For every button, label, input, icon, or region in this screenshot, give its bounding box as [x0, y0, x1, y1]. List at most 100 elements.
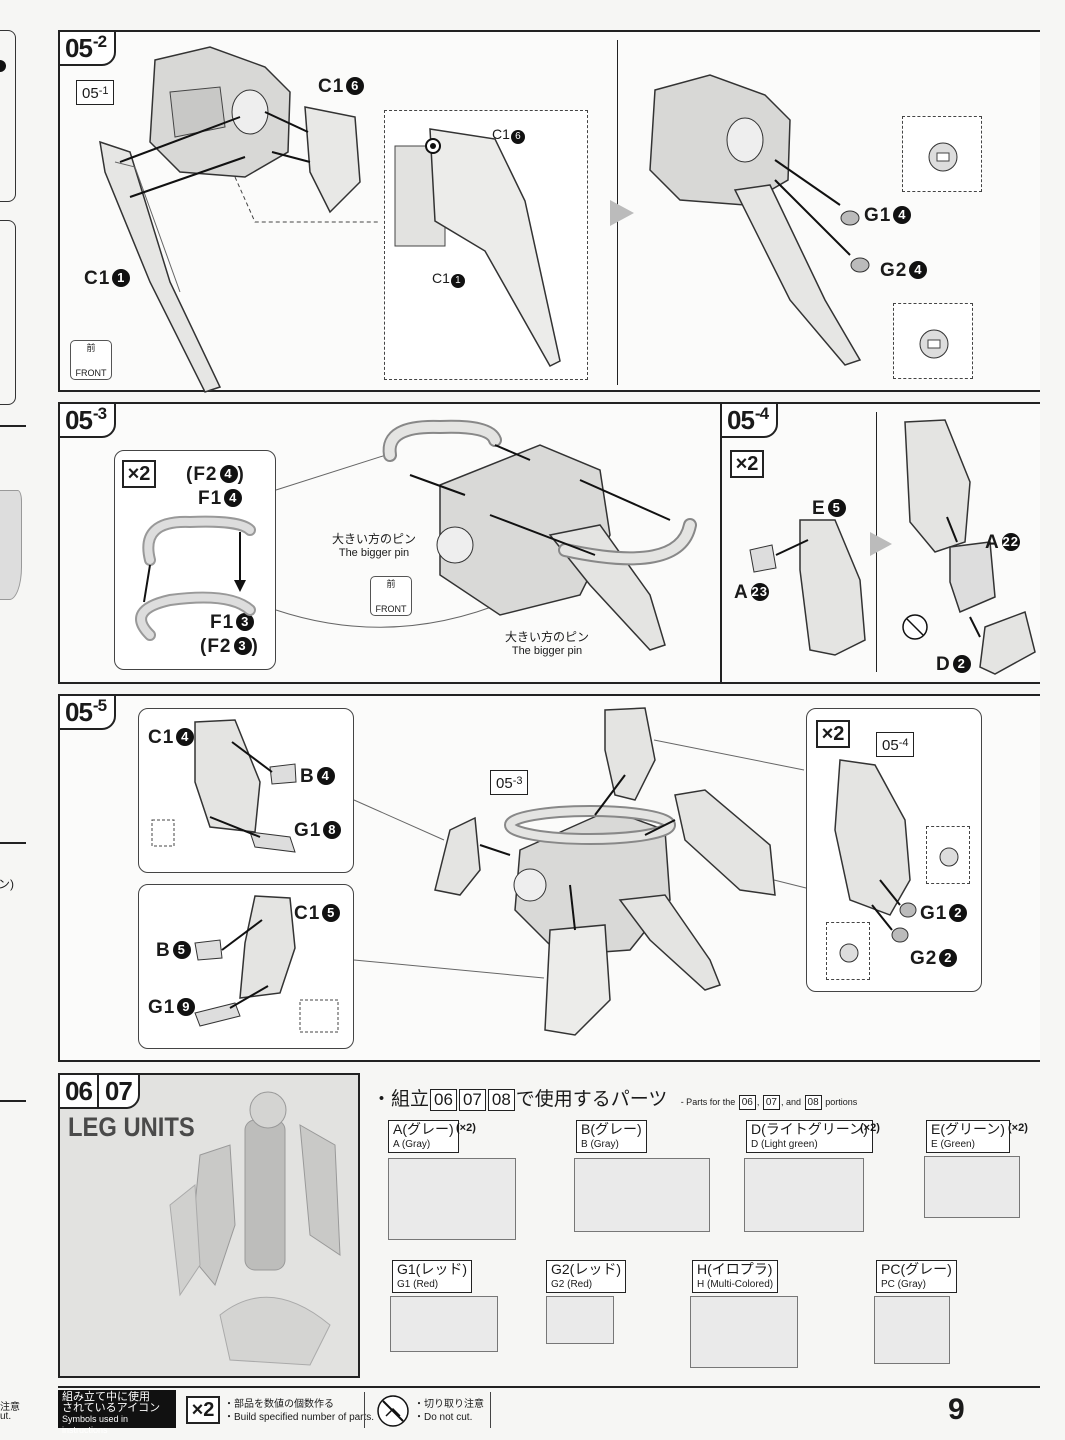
footer-rule: [58, 1386, 1040, 1388]
parts-heading-en-pre: - Parts for the: [680, 1097, 736, 1107]
margin-paren-text: ン): [0, 877, 14, 891]
detail-label-c1-1-num: 1: [450, 274, 465, 288]
parts-heading-en-and: , and: [781, 1097, 802, 1107]
label-a23-text: A: [734, 582, 749, 603]
footer-multiplier-icon: ×2: [186, 1396, 220, 1424]
parts-heading-post: で使用するパーツ: [515, 1089, 668, 1110]
footer-icons-en: Symbols used in instructions: [62, 1414, 129, 1435]
label-g2-2-num: 2: [939, 949, 958, 967]
label-g2-4-text: G2: [880, 260, 908, 281]
do-not-cut-icon: [377, 1395, 409, 1427]
detail-g1-4-box: [902, 116, 982, 192]
step-05-5-tag: 05-5: [58, 694, 117, 730]
detail-g2-2-icon: [839, 943, 859, 963]
detail-label-c1-6-num: 6: [510, 130, 525, 144]
label-g2-4-num: 4: [909, 261, 928, 279]
runner-label-a: A(グレー)A (Gray): [388, 1120, 459, 1153]
label-g1-9-num: 9: [177, 998, 196, 1016]
leg-units-title: LEG UNITS: [68, 1112, 195, 1142]
runner-d-sprue: [744, 1158, 864, 1232]
label-f2-3-text: (F2: [200, 636, 232, 657]
label-c1-4-text: C1: [148, 727, 175, 748]
step-05-2-tag: 05-2: [58, 30, 117, 66]
step-05-4-multiplier: ×2: [730, 450, 764, 478]
front-badge-05-3: 前 FRONT: [370, 576, 412, 616]
detail-g2-4-box: [893, 303, 973, 379]
pin-note-2-jp: 大きい方のピン: [505, 630, 590, 644]
runner-label-pc: PC(グレー)PC (Gray): [876, 1260, 957, 1293]
footer-icons-jp2: されているアイコン: [62, 1402, 161, 1414]
leg-units-illustration: [169, 1091, 341, 1366]
margin-rule-3: [0, 1100, 26, 1102]
step-05-4-left-drawing: [749, 519, 866, 656]
next-arrow-triangle: [610, 200, 634, 226]
ref-05-1-sub: -1: [98, 85, 109, 97]
margin-note-1: 注意: [0, 1402, 20, 1413]
footer-divider-2: [490, 1392, 491, 1428]
label-b4-text: B: [300, 766, 315, 787]
runner-a-mult: (×2): [456, 1122, 476, 1134]
detail-g2-4-icon: [919, 329, 949, 359]
step-05-3-tag: 05-3: [58, 402, 117, 438]
parts-heading-en-08: 08: [804, 1095, 822, 1110]
front-badge-05-2-jp: 前: [86, 343, 96, 353]
runner-label-b: B(グレー)B (Gray): [576, 1120, 647, 1153]
parts-heading-en: - Parts for the 06, 07, and 08 portions: [680, 1095, 858, 1110]
label-c1-4-num: 4: [176, 728, 195, 746]
left-margin-fragment: ン) 注意 ut.: [0, 0, 40, 1440]
step-05-4-next-triangle: [870, 532, 892, 556]
footer-cut-note: ・切り取り注意 ・Do not cut.: [414, 1398, 484, 1424]
detail-g1-2-box: [926, 826, 970, 884]
runner-a-sprue: [388, 1158, 516, 1240]
ref-05-3: 05-3: [490, 770, 529, 795]
label-f2-4-num: 4: [219, 465, 238, 483]
label-f1-4-num: 4: [224, 489, 243, 507]
label-g1-4-text: G1: [864, 205, 892, 226]
step-05-5-sub: -5: [92, 696, 107, 715]
margin-rule-2: [0, 842, 26, 844]
label-c1-5-text: C1: [294, 903, 321, 924]
callout-right-drawing: [834, 759, 917, 943]
label-a23-num: 23: [750, 583, 769, 601]
margin-bullet: [0, 60, 6, 72]
runner-b-en: B (Gray): [581, 1139, 619, 1150]
margin-rule-1: [0, 425, 26, 427]
ref-05-1: 05-1: [76, 80, 115, 105]
runner-g2-sprue: [546, 1296, 614, 1344]
step-06-num: 06: [60, 1075, 99, 1107]
ref-05-4-sub: -4: [898, 737, 909, 749]
label-c1-6-num: 6: [346, 77, 365, 95]
runner-d-en: D (Light green): [751, 1139, 818, 1150]
detail-g1-2-icon: [939, 847, 959, 867]
front-badge-05-3-en: FRONT: [375, 604, 407, 614]
label-c1-1-num: 1: [112, 269, 131, 287]
parts-heading-07: 07: [458, 1089, 486, 1111]
step-05-3-sub: -3: [92, 404, 107, 423]
label-a22-num: 22: [1001, 533, 1020, 551]
front-badge-05-2: 前 FRONT: [70, 340, 112, 380]
runner-label-g2: G2(レッド)G2 (Red): [546, 1260, 626, 1293]
step-05-5-assembly-drawing: [434, 707, 776, 1036]
label-g1-4-num: 4: [893, 206, 912, 224]
parts-heading-pre: ・組立: [372, 1089, 430, 1110]
runner-pc-en: PC (Gray): [881, 1279, 926, 1290]
front-badge-05-2-en: FRONT: [75, 368, 107, 378]
parts-heading-en-07: 07: [762, 1095, 780, 1110]
parts-heading-en-06: 06: [738, 1095, 756, 1110]
label-d2-num: 2: [952, 655, 971, 673]
label-f2-4-text: (F2: [186, 464, 218, 485]
label-e5-text: E: [812, 498, 826, 519]
runner-g2-en: G2 (Red): [551, 1279, 593, 1290]
parts-heading: ・組立 06 07 08 で使用するパーツ - Parts for the 06, 07…: [372, 1084, 857, 1111]
margin-box-mid: [0, 220, 16, 405]
